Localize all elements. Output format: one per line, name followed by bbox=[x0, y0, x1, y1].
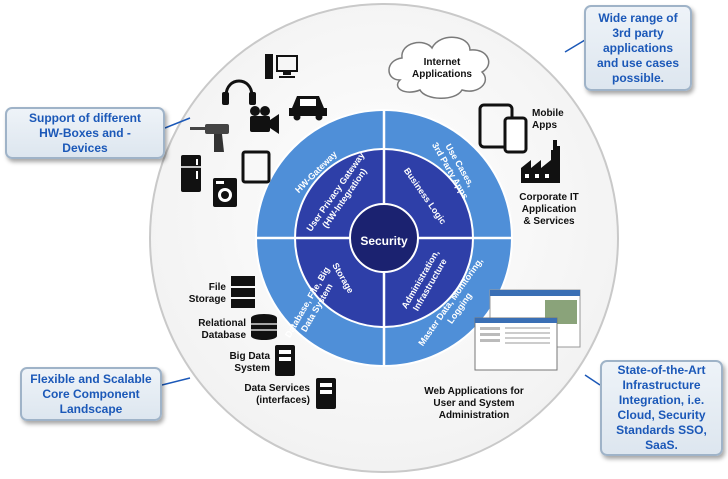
connector-hw bbox=[164, 117, 191, 129]
security-core bbox=[349, 203, 419, 273]
relational-db-label: Relational Database bbox=[198, 318, 246, 341]
data-services-server-icon bbox=[316, 378, 336, 409]
server-icon bbox=[275, 345, 295, 376]
connector-core bbox=[161, 377, 191, 386]
center-label: Security bbox=[360, 234, 408, 248]
file-storage-label: File Storage bbox=[188, 282, 226, 305]
headphones-icon bbox=[222, 79, 256, 105]
file-storage-icon bbox=[231, 276, 255, 308]
internet-apps-label: Internet Applications bbox=[411, 57, 472, 80]
mobile-devices-icon bbox=[478, 103, 528, 154]
drill-icon bbox=[190, 124, 229, 152]
washing-machine-icon bbox=[213, 178, 237, 207]
web-apps-label: Web Applications for User and System Adm… bbox=[424, 386, 524, 421]
fridge-icon bbox=[181, 155, 201, 192]
corporate-it-label: Corporate IT Application & Services bbox=[519, 192, 579, 227]
cloud-icon bbox=[388, 36, 490, 99]
callout-infrastructure: State-of-the-Art Infrastructure Integrat… bbox=[600, 360, 723, 456]
monitor-icon bbox=[265, 54, 298, 79]
connector-infra bbox=[584, 374, 601, 386]
big-data-label: Big Data System bbox=[229, 351, 270, 374]
connector-3rdparty bbox=[564, 39, 586, 53]
data-services-label: Data Services (interfaces) bbox=[244, 383, 310, 406]
tablet-icon bbox=[241, 150, 271, 184]
mobile-apps-label: Mobile Apps bbox=[532, 108, 564, 131]
callout-third-party: Wide range of 3rd party applications and… bbox=[584, 5, 692, 91]
factory-icon bbox=[521, 140, 560, 183]
database-icon bbox=[251, 314, 277, 340]
callout-core-components: Flexible and Scalable Core Component Lan… bbox=[20, 367, 162, 421]
car-icon bbox=[289, 96, 327, 121]
web-screenshot-icon bbox=[474, 289, 581, 371]
callout-hw-boxes: Support of different HW-Boxes and - Devi… bbox=[5, 107, 165, 159]
camera-icon bbox=[250, 106, 279, 134]
